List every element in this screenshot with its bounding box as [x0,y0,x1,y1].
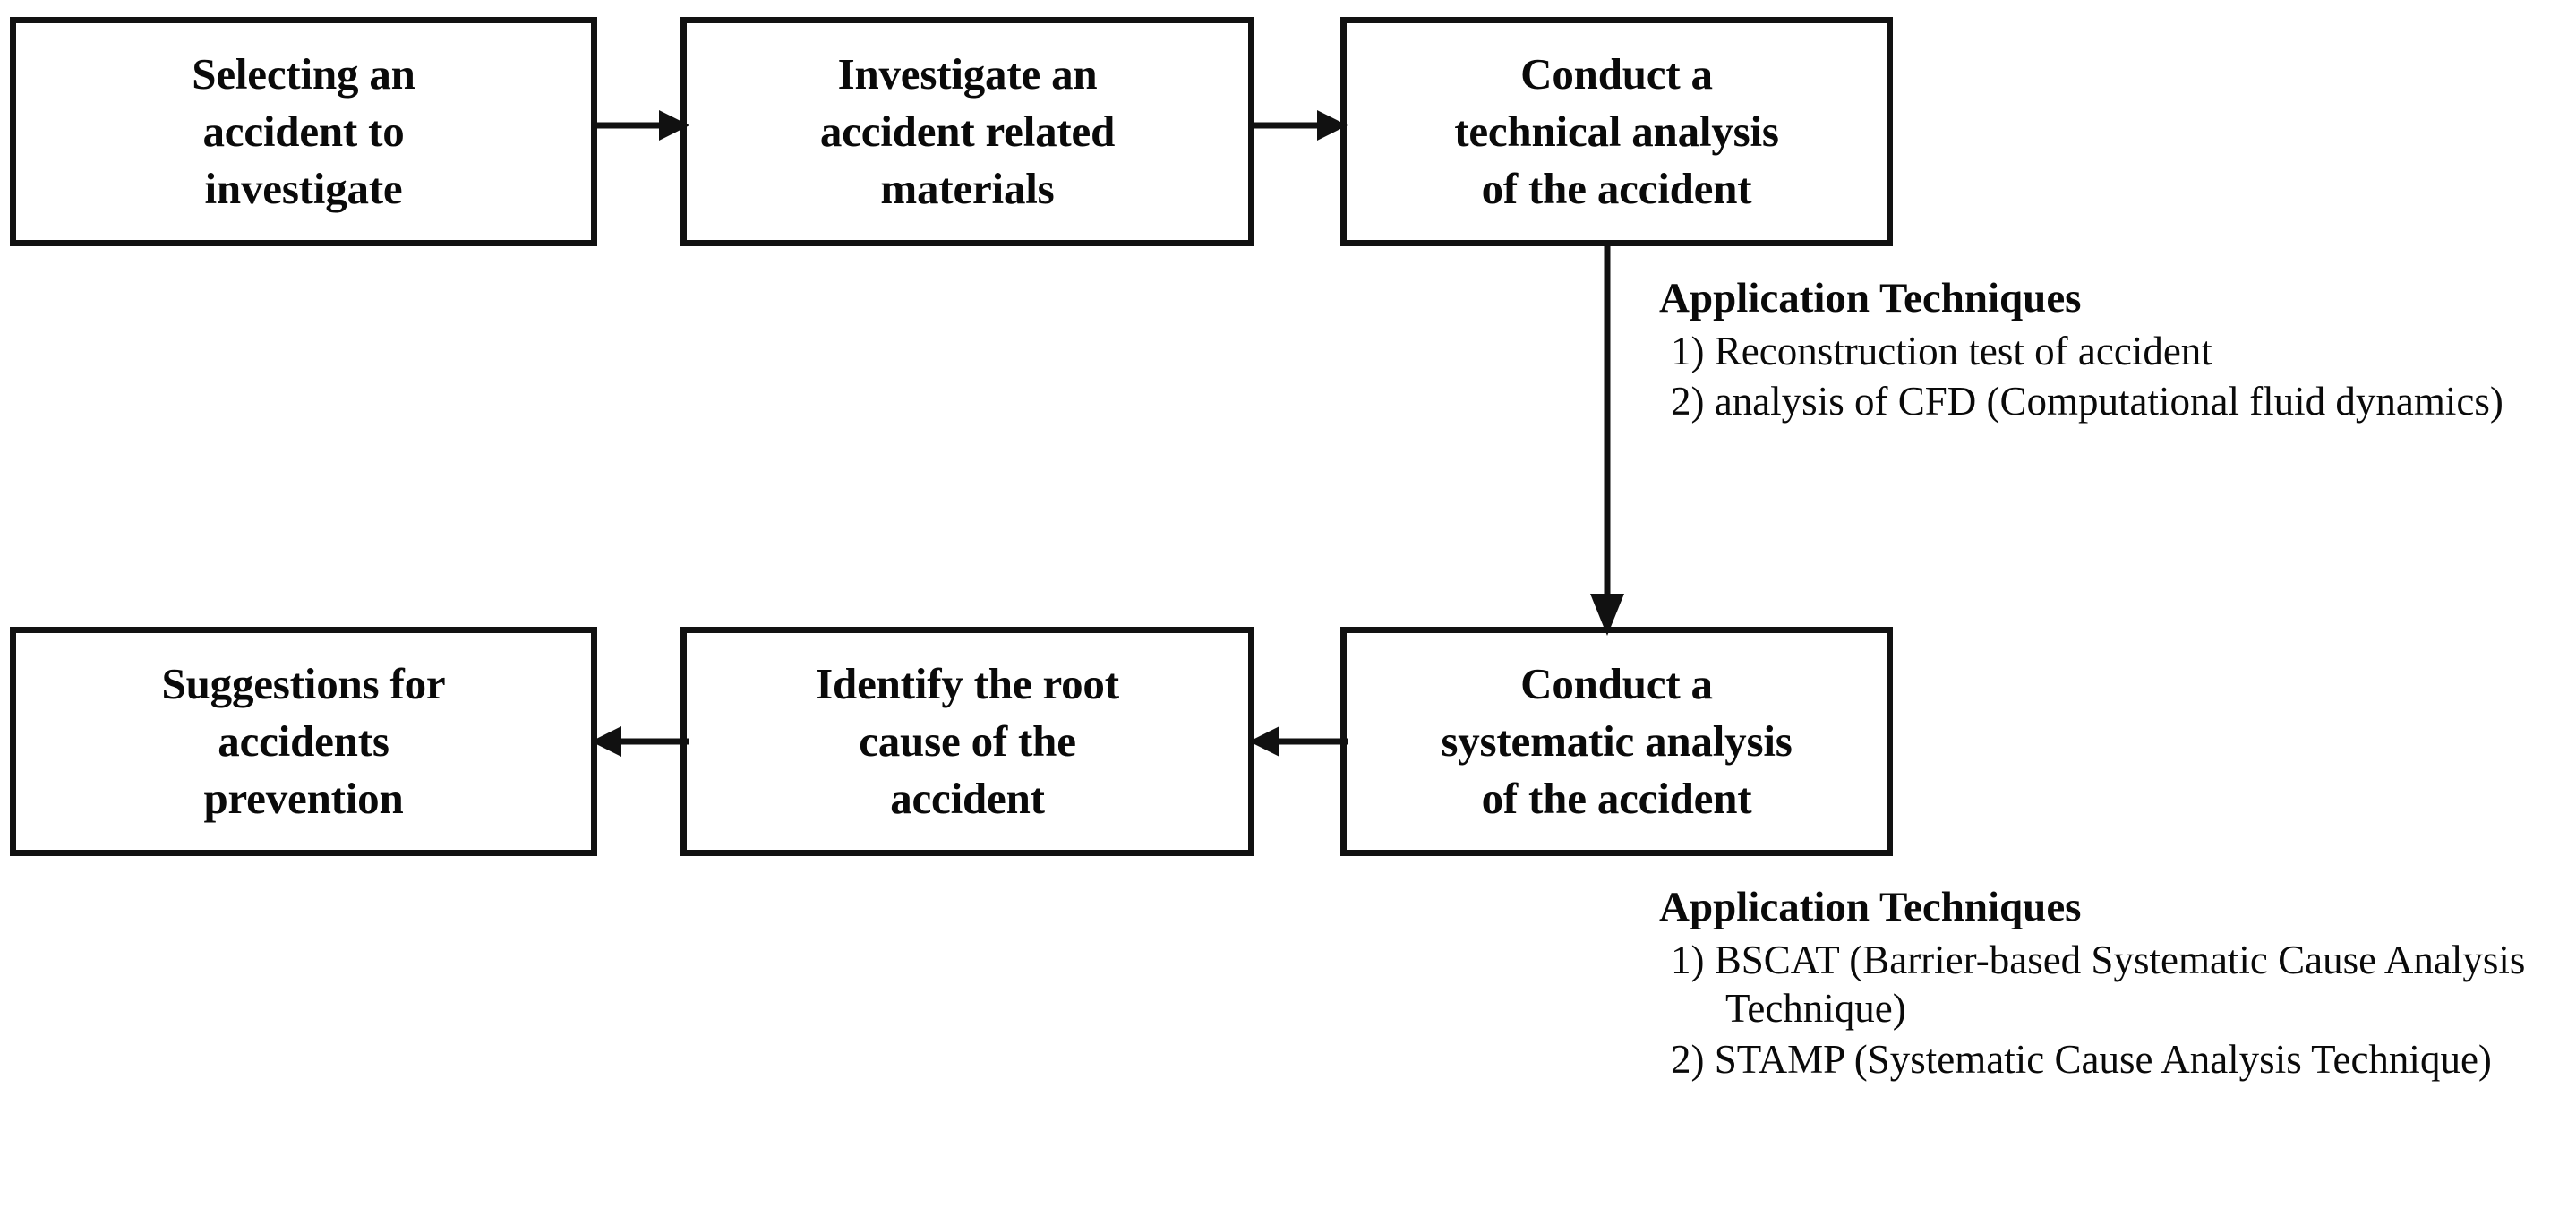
arrow-systematic-to-rootcause [1249,724,1348,759]
annotation-list-item: 1) BSCAT (Barrier-based Systematic Cause… [1671,937,2526,1032]
arrow-select-to-investigate [591,107,689,143]
process-box-rootcause[interactable]: Identify the root cause of the accident [680,627,1254,856]
process-box-label: Conduct a systematic analysis of the acc… [1441,659,1793,823]
annotation-list-item: 2) analysis of CFD (Computational fluid … [1671,379,2503,424]
annotation-technical-techniques: Application Techniques 1) Reconstruction… [1659,274,2563,428]
process-box-suggestions[interactable]: Suggestions for accidents prevention [10,627,597,856]
annotation-title: Application Techniques [1659,884,2082,930]
annotation-systematic-techniques: Application Techniques 1) BSCAT (Barrier… [1659,883,2563,1086]
annotation-title: Application Techniques [1659,275,2082,321]
process-box-systematic[interactable]: Conduct a systematic analysis of the acc… [1340,627,1893,856]
process-box-label: Suggestions for accidents prevention [161,659,446,823]
process-box-label: Conduct a technical analysis of the acci… [1454,49,1779,213]
process-box-label: Investigate an accident related material… [819,49,1116,213]
annotation-list: 1) Reconstruction test of accident 2) an… [1659,327,2563,427]
annotation-list-item: 1) Reconstruction test of accident [1671,328,2212,373]
process-box-label: Selecting an accident to investigate [192,49,415,213]
arrow-investigate-to-technical [1249,107,1348,143]
arrow-technical-to-systematic [1585,242,1630,636]
process-box-select[interactable]: Selecting an accident to investigate [10,17,597,246]
annotation-list: 1) BSCAT (Barrier-based Systematic Cause… [1659,936,2563,1085]
process-box-investigate[interactable]: Investigate an accident related material… [680,17,1254,246]
annotation-list-item: 2) STAMP (Systematic Cause Analysis Tech… [1671,1037,2492,1083]
process-box-label: Identify the root cause of the accident [816,659,1119,823]
process-box-technical[interactable]: Conduct a technical analysis of the acci… [1340,17,1893,246]
arrow-rootcause-to-suggestions [591,724,689,759]
